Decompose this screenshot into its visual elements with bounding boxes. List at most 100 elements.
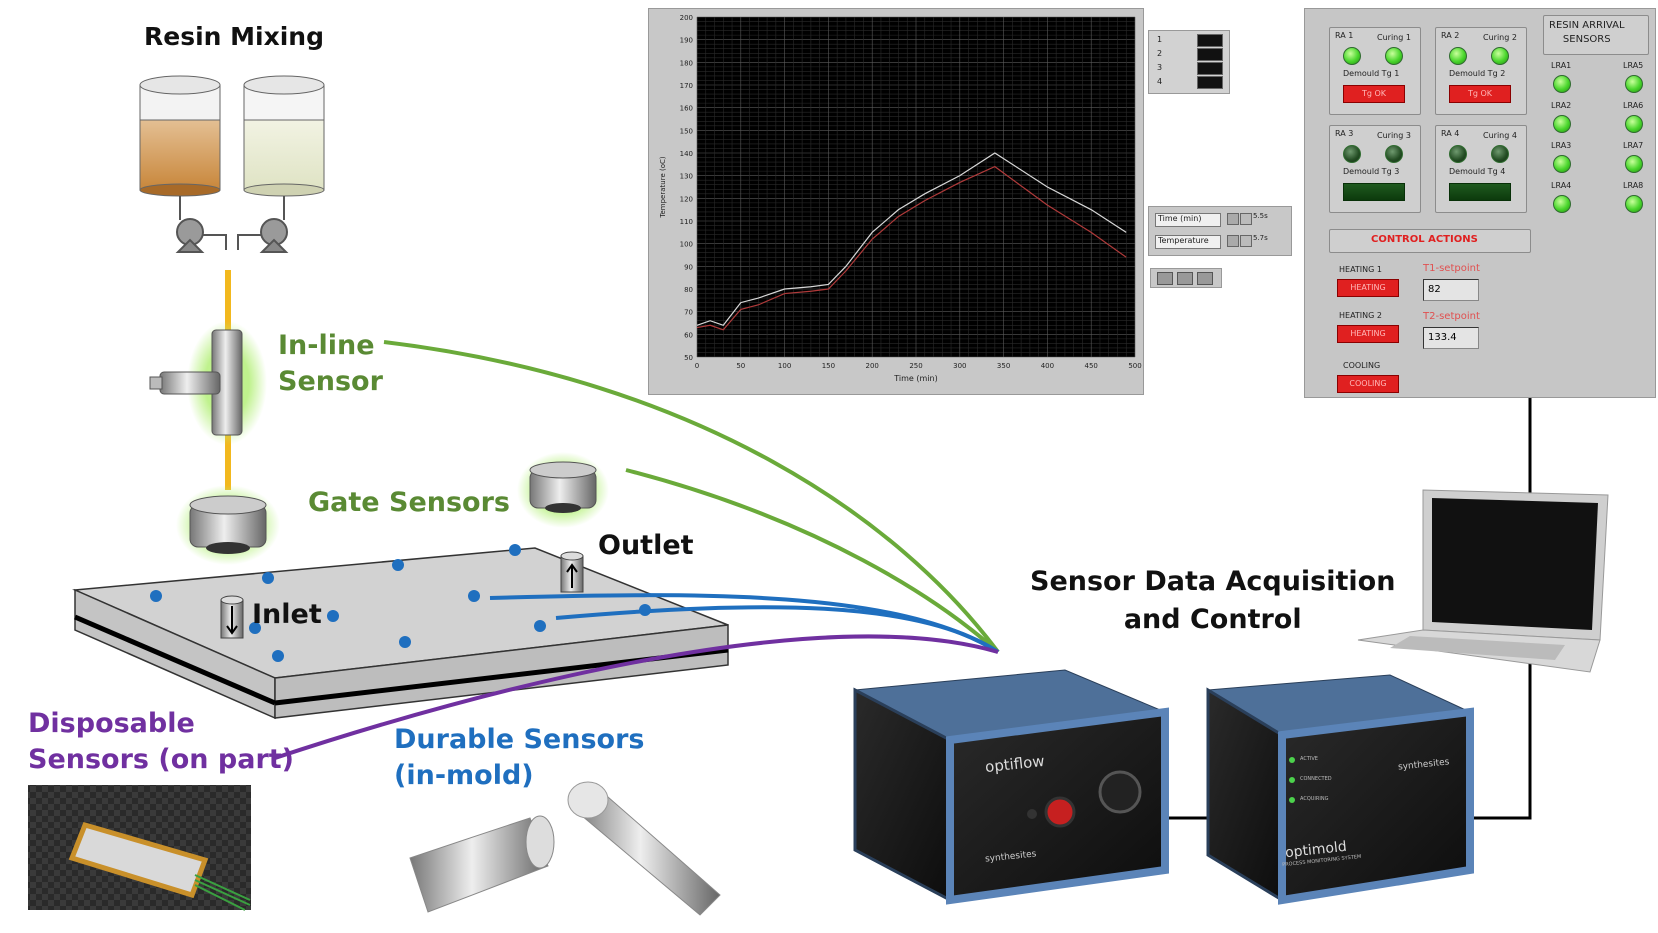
demould-label: Demould Tg 3 — [1343, 167, 1400, 176]
cursor-tool-icon[interactable] — [1157, 272, 1173, 285]
plate-sensor-dots — [150, 544, 651, 662]
t2-setpoint-label: T2-setpoint — [1423, 311, 1480, 322]
lra-left-1-led — [1553, 115, 1571, 133]
inline-sensor-cable — [383, 340, 1000, 654]
t1-setpoint-label: T1-setpoint — [1423, 263, 1480, 274]
x-tick-label: 200 — [866, 362, 879, 370]
zoom-tool-icon[interactable] — [1177, 272, 1193, 285]
resin-mixing-label: Resin Mixing — [144, 22, 324, 51]
y-tick-label: 90 — [684, 263, 693, 271]
heating2-button[interactable]: HEATING — [1337, 325, 1399, 343]
curing-led — [1491, 145, 1509, 163]
lock-icon-x[interactable] — [1227, 213, 1239, 225]
durable-sensor-1 — [409, 815, 555, 913]
lra-left-0-label: LRA1 — [1551, 61, 1572, 70]
x-tick-label: 50 — [736, 362, 745, 370]
daq-label: Sensor Data Acquisition and Control — [1030, 566, 1396, 635]
optimold-device — [1206, 674, 1474, 905]
y-tick-label: 120 — [680, 195, 693, 203]
gate-sensors-label: Gate Sensors — [308, 487, 510, 518]
optiflow-device — [853, 669, 1169, 905]
x-tick-label: 500 — [1128, 362, 1141, 370]
y-tick-label: 70 — [684, 309, 693, 317]
durable-sensor-cable-2 — [555, 605, 1000, 654]
resin-arrival-title: RESIN ARRIVAL SENSORS — [1549, 20, 1625, 45]
resin-arrival-box — [1543, 15, 1649, 55]
lra-right-0-label: LRA5 — [1623, 61, 1644, 70]
gate-sensor-cable — [625, 468, 1000, 654]
legend-swatch — [1197, 48, 1223, 61]
tg-ok-button[interactable]: Tg OK — [1343, 85, 1405, 103]
lock-icon-y[interactable] — [1227, 235, 1239, 247]
outlet-port — [560, 551, 584, 593]
series-line-2 — [696, 165, 1127, 331]
temp-axis-field[interactable]: Temperature — [1155, 235, 1221, 249]
lra-right-2-label: LRA7 — [1623, 141, 1644, 150]
heating1-button[interactable]: HEATING — [1337, 279, 1399, 297]
inline-sensor — [149, 321, 267, 445]
durable-sensors-label: Durable Sensors (in-mold) — [394, 724, 645, 791]
inlet-port — [220, 595, 244, 639]
lra-right-3-led — [1625, 195, 1643, 213]
durable-sensor-2 — [567, 781, 721, 916]
pumps — [175, 196, 289, 253]
legend-entry-label: 4 — [1157, 77, 1163, 86]
inlet-label: Inlet — [252, 599, 322, 630]
lra-right-2-led — [1625, 155, 1643, 173]
lra-left-1-label: LRA2 — [1551, 101, 1572, 110]
cooling-button[interactable]: COOLING — [1337, 375, 1399, 393]
x-tick-label: 0 — [695, 362, 699, 370]
disposable-sensor-cable — [274, 634, 999, 760]
cooling-label: COOLING — [1343, 361, 1381, 370]
lra-left-2-led — [1553, 155, 1571, 173]
laptop — [1357, 489, 1609, 673]
y-tick-label: 170 — [680, 82, 693, 90]
demould-label: Demould Tg 1 — [1343, 69, 1400, 78]
fmt-x[interactable]: 5.5s — [1253, 212, 1268, 220]
pan-tool-icon[interactable] — [1197, 272, 1213, 285]
gate-sensor-2 — [517, 452, 609, 528]
ra-led — [1343, 145, 1361, 163]
autoscale-icon-x[interactable] — [1240, 213, 1252, 225]
x-tick-label: 250 — [909, 362, 922, 370]
gate-sensor-1 — [176, 485, 280, 565]
tg-ok-button[interactable] — [1449, 183, 1511, 201]
ra-led — [1449, 145, 1467, 163]
curing-label: Curing 2 — [1483, 33, 1517, 42]
ra-led — [1449, 47, 1467, 65]
control-actions-label: CONTROL ACTIONS — [1371, 234, 1478, 245]
graph-palette[interactable] — [1150, 268, 1222, 288]
tg-ok-button[interactable]: Tg OK — [1449, 85, 1511, 103]
lra-left-3-led — [1553, 195, 1571, 213]
ra-label: RA 4 — [1441, 129, 1460, 138]
fmt-y[interactable]: 5.7s — [1253, 234, 1268, 242]
heating1-label: HEATING 1 — [1339, 265, 1382, 274]
x-tick-label: 150 — [822, 362, 835, 370]
x-tick-label: 300 — [953, 362, 966, 370]
x-tick-label: 350 — [997, 362, 1010, 370]
ra-label: RA 3 — [1335, 129, 1354, 138]
disposable-sensors-label: Disposable Sensors (on part) — [28, 708, 295, 775]
status-acquiring: ACQUIRING — [1300, 796, 1329, 802]
temperature-chart: 5060708090100110120130140150160170180190… — [659, 14, 1142, 383]
curing-label: Curing 1 — [1377, 33, 1411, 42]
ra-label: RA 2 — [1441, 31, 1460, 40]
lra-right-1-led — [1625, 115, 1643, 133]
resin-tank-left — [139, 75, 221, 197]
tg-ok-button[interactable] — [1343, 183, 1405, 201]
autoscale-icon-y[interactable] — [1240, 235, 1252, 247]
t1-setpoint-input[interactable]: 82 — [1423, 279, 1479, 301]
lra-right-0-led — [1625, 75, 1643, 93]
t2-setpoint-input[interactable]: 133.4 — [1423, 327, 1479, 349]
curing-led — [1385, 145, 1403, 163]
control-actions-header — [1329, 229, 1531, 253]
lra-left-0-led — [1553, 75, 1571, 93]
time-axis-field[interactable]: Time (min) — [1155, 213, 1221, 227]
y-axis-label: Temperature (oC) — [659, 156, 667, 218]
legend-swatch — [1197, 76, 1223, 89]
y-tick-label: 60 — [684, 331, 693, 339]
